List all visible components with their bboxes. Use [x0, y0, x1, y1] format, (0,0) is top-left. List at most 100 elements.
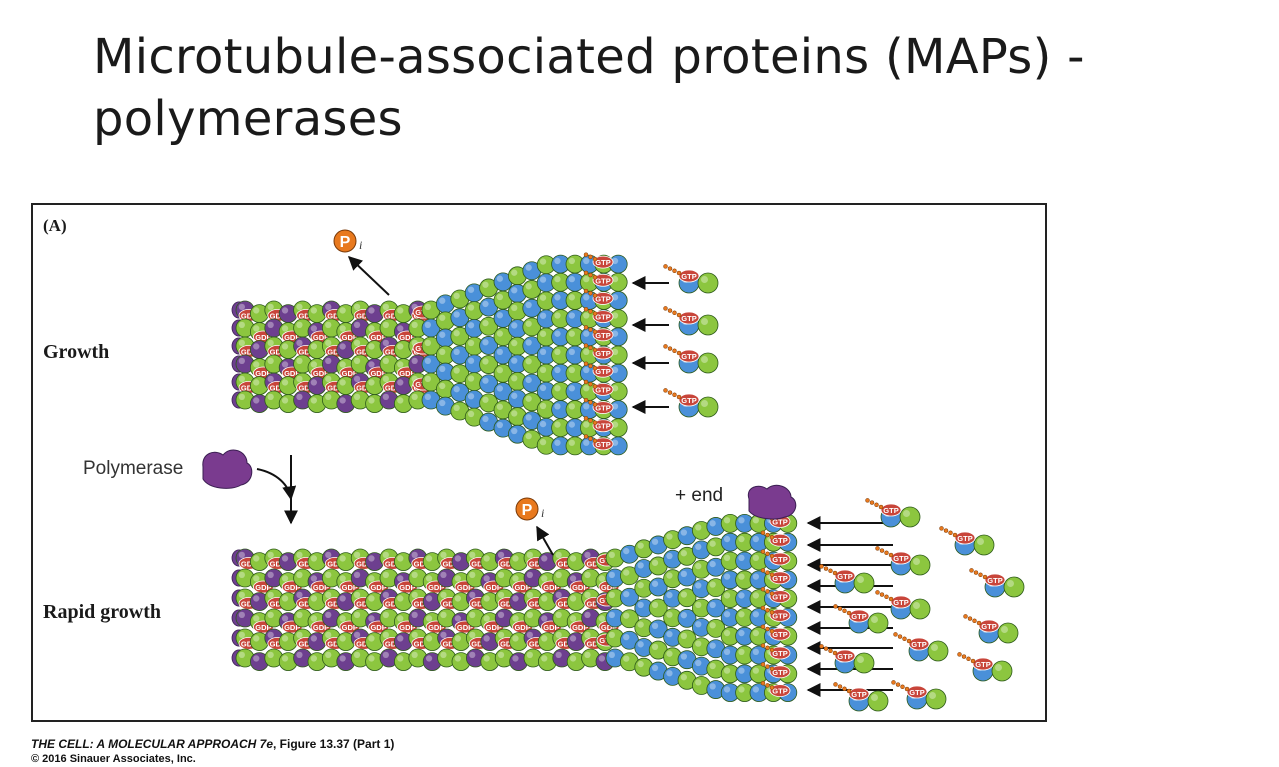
- nucleotide-text: GDP: [270, 639, 286, 648]
- nucleotide-text: GDP: [586, 599, 602, 608]
- gtp-tip-badge: [592, 310, 614, 324]
- nucleotide-text: GDP: [298, 639, 314, 648]
- nucleotide-text: GTP: [595, 385, 610, 394]
- nucleotide-text: GDP: [356, 383, 372, 392]
- beta-tubulin: [648, 577, 668, 597]
- gtp-tip-badge: [592, 328, 614, 342]
- nucleotide-text: GDP: [500, 639, 516, 648]
- nucleotide-text: GDP: [284, 583, 300, 592]
- nucleotide-text: GDP: [356, 599, 372, 608]
- nucleotide-text: GDP: [313, 583, 329, 592]
- nucleotide-text: GTP: [851, 612, 866, 621]
- figure-caption: THE CELL: A MOLECULAR APPROACH 7e, Figur…: [31, 737, 394, 767]
- nucleotide-text: GTP: [772, 574, 787, 583]
- microtubule-diagram: GDP GDP GDP GDP GDP GDP GDP GDP GDP GDP GDP GDP GDP G…: [202, 229, 1025, 712]
- alpha-tubulin: [1003, 576, 1025, 598]
- nucleotide-text: GTP: [893, 598, 908, 607]
- nucleotide-text: GDP: [342, 623, 358, 632]
- nucleotide-text: GDP: [385, 311, 401, 320]
- nucleotide-text: GDP: [356, 311, 372, 320]
- alpha-tubulin: [648, 598, 668, 618]
- gtp-badge: [984, 573, 1006, 587]
- release-arrow: [347, 256, 390, 296]
- gtp-badge: [890, 595, 912, 609]
- alpha-tubulin: [927, 640, 949, 662]
- nucleotide-text: GDP: [428, 623, 444, 632]
- nucleotide-text: GDP: [601, 623, 617, 632]
- beta-tubulin: [479, 374, 499, 394]
- nucleotide-text: GDP: [356, 347, 372, 356]
- gtp-tip-badge: [769, 665, 791, 679]
- gtp-tip-badge: [769, 608, 791, 622]
- growth-label: Growth: [43, 341, 110, 363]
- nucleotide-text: GDP: [586, 639, 602, 648]
- beta-tubulin: [648, 619, 668, 639]
- nucleotide-text: GDP: [385, 599, 401, 608]
- phosphate-icon: [515, 497, 539, 521]
- panel-label: (A): [43, 216, 67, 235]
- nucleotide-text: GDP: [370, 583, 386, 592]
- nucleotide-text: GTP: [772, 687, 787, 696]
- nucleotide-text: GDP: [471, 599, 487, 608]
- nucleotide-text: GDP: [370, 623, 386, 632]
- nucleotide-text: GDP: [529, 559, 545, 568]
- nucleotide-text: GDP: [558, 559, 574, 568]
- gtp-badge: [880, 503, 902, 517]
- nucleotide-text: GDP: [399, 623, 415, 632]
- nucleotide-text: GTP: [595, 294, 610, 303]
- rapid-growth-label: Rapid growth: [43, 601, 161, 623]
- slide-title: Microtubule-associated proteins (MAPs) -…: [93, 29, 1085, 147]
- gtp-badge: [678, 349, 700, 363]
- nucleotide-text: GDP: [414, 639, 430, 648]
- gtp-tip-badge: [592, 346, 614, 360]
- nucleotide-text: GDP: [471, 559, 487, 568]
- nucleotide-text: GTP: [681, 352, 696, 361]
- caption-copyright: © 2016 Sinauer Associates, Inc.: [31, 753, 196, 765]
- nucleotide-text: GDP: [284, 623, 300, 632]
- growth-microtubule: GDPGDPGDPGDPGDPGDPGDPGDPGDPGDPGDPGDPGDPG…: [231, 252, 628, 456]
- nucleotide-text: GTP: [595, 331, 610, 340]
- nucleotide-text: GDP: [486, 583, 502, 592]
- polymerase-at-plus-end: [747, 484, 797, 520]
- nucleotide-text: GDP: [601, 583, 617, 592]
- nucleotide-text: GTP: [681, 396, 696, 405]
- alpha-tubulin: [867, 612, 889, 634]
- nucleotide-text: GTP: [772, 668, 787, 677]
- gtp-tip-badge: [769, 571, 791, 585]
- free-tubulin-dimers: GTPGTPGTPGTPGTPGTPGTPGTPGTPGTPGTPGTPGTPG…: [663, 264, 1025, 712]
- nucleotide-text: GTP: [595, 349, 610, 358]
- nucleotide-text: GDP: [457, 623, 473, 632]
- gtp-tip-badge: [592, 382, 614, 396]
- nucleotide-text: GDP: [255, 333, 271, 342]
- nucleotide-text: GDP: [457, 583, 473, 592]
- alpha-tubulin: [697, 352, 719, 374]
- nucleotide-text: GDP: [514, 623, 530, 632]
- gtp-tip-badge: [592, 255, 614, 269]
- alpha-tubulin: [991, 660, 1013, 682]
- gtp-tip-badge: [592, 292, 614, 305]
- gtp-badge: [834, 569, 856, 583]
- phosphate-letter: P: [340, 234, 351, 251]
- nucleotide-text: GDP: [327, 639, 343, 648]
- gtp-badge: [848, 687, 870, 701]
- nucleotide-text: GTP: [909, 688, 924, 697]
- nucleotide-text: GDP: [284, 369, 300, 378]
- caption-book-title: THE CELL: A MOLECULAR APPROACH 7e: [31, 737, 274, 751]
- nucleotide-text: GDP: [486, 623, 502, 632]
- nucleotide-text: GTP: [681, 314, 696, 323]
- nucleotide-text: GTP: [772, 593, 787, 602]
- nucleotide-text: GTP: [911, 640, 926, 649]
- polymerase-label: Polymerase: [83, 458, 184, 479]
- nucleotide-text: GDP: [313, 333, 329, 342]
- alpha-tubulin: [909, 598, 931, 620]
- alpha-tubulin: [677, 588, 697, 608]
- nucleotide-text: GDP: [342, 583, 358, 592]
- gtp-badge: [678, 269, 700, 283]
- nucleotide-text: GDP: [327, 599, 343, 608]
- nucleotide-text: GDP: [270, 559, 286, 568]
- gtp-badge: [906, 685, 928, 699]
- nucleotide-text: GDP: [385, 559, 401, 568]
- caption-figure-ref: , Figure 13.37 (Part 1): [273, 737, 395, 751]
- nucleotide-text: GDP: [356, 639, 372, 648]
- figure-panel: GDP GDP GDP GDP GDP GDP GDP GDP GDP GDP GDP GDP GDP G…: [31, 203, 1047, 722]
